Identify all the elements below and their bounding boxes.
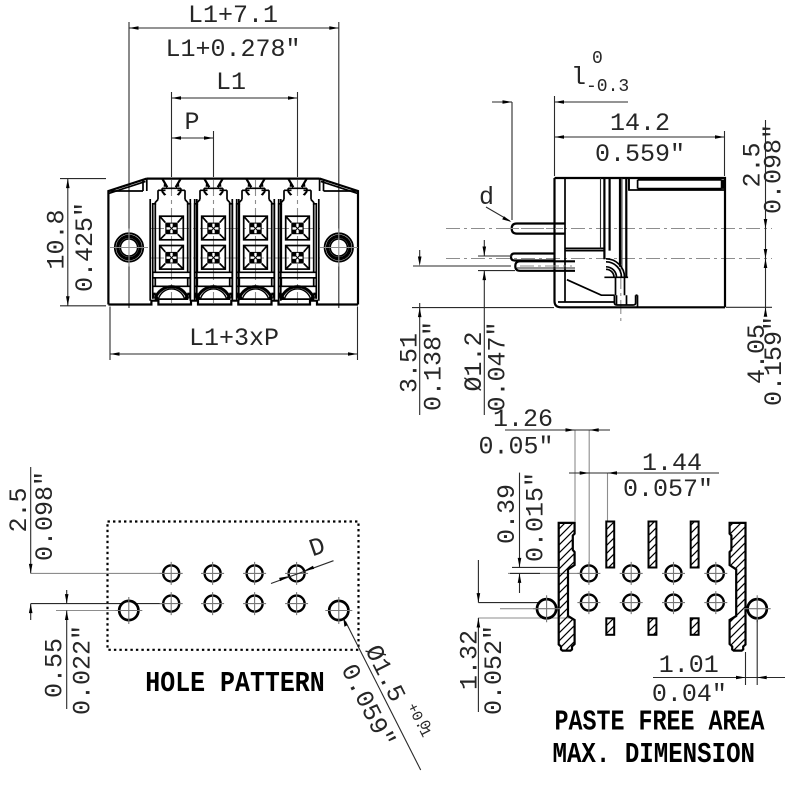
svg-text:4.05: 4.05	[743, 324, 772, 384]
svg-text:L1+0.278": L1+0.278"	[165, 35, 300, 64]
svg-text:0.022": 0.022"	[69, 625, 98, 715]
svg-text:10.8: 10.8	[43, 209, 72, 269]
svg-text:PASTE FREE AREA: PASTE FREE AREA	[555, 706, 765, 739]
svg-text:d: d	[479, 183, 494, 212]
svg-text:MAX. DIMENSION: MAX. DIMENSION	[553, 738, 756, 771]
svg-text:-0.3: -0.3	[586, 77, 629, 97]
svg-text:1.01: 1.01	[659, 651, 719, 680]
svg-text:P: P	[184, 108, 199, 137]
svg-text:0.425": 0.425"	[71, 202, 100, 292]
svg-text:0.052": 0.052"	[480, 625, 509, 715]
svg-text:0.559": 0.559"	[595, 140, 685, 169]
svg-text:2.5: 2.5	[5, 487, 34, 532]
svg-text:L1+7.1: L1+7.1	[188, 1, 278, 30]
svg-text:1.26: 1.26	[493, 405, 553, 434]
svg-text:0.04": 0.04"	[652, 680, 727, 709]
svg-text:L1: L1	[216, 68, 246, 97]
svg-text:0.05": 0.05"	[478, 433, 553, 462]
svg-text:0.55: 0.55	[41, 638, 70, 698]
svg-text:L1+3xP: L1+3xP	[189, 324, 279, 353]
svg-text:0.159": 0.159"	[760, 316, 789, 406]
svg-text:0.098": 0.098"	[31, 471, 60, 561]
svg-text:0.047": 0.047"	[484, 321, 513, 411]
svg-text:1.32: 1.32	[456, 630, 485, 690]
svg-text:3.51: 3.51	[396, 333, 425, 393]
svg-text:0.39: 0.39	[493, 484, 522, 544]
svg-text:l: l	[571, 63, 586, 92]
svg-text:Ø1.2: Ø1.2	[460, 331, 489, 391]
svg-text:0.015": 0.015"	[522, 472, 551, 562]
svg-text:1.44: 1.44	[642, 449, 702, 478]
svg-text:HOLE PATTERN: HOLE PATTERN	[145, 667, 324, 700]
svg-text:0: 0	[592, 49, 603, 69]
svg-text:0.098": 0.098"	[760, 124, 789, 214]
svg-text:0.057": 0.057"	[623, 475, 713, 504]
svg-text:14.2: 14.2	[610, 109, 670, 138]
svg-text:0.138": 0.138"	[420, 321, 449, 411]
svg-text:2.5: 2.5	[739, 142, 768, 187]
